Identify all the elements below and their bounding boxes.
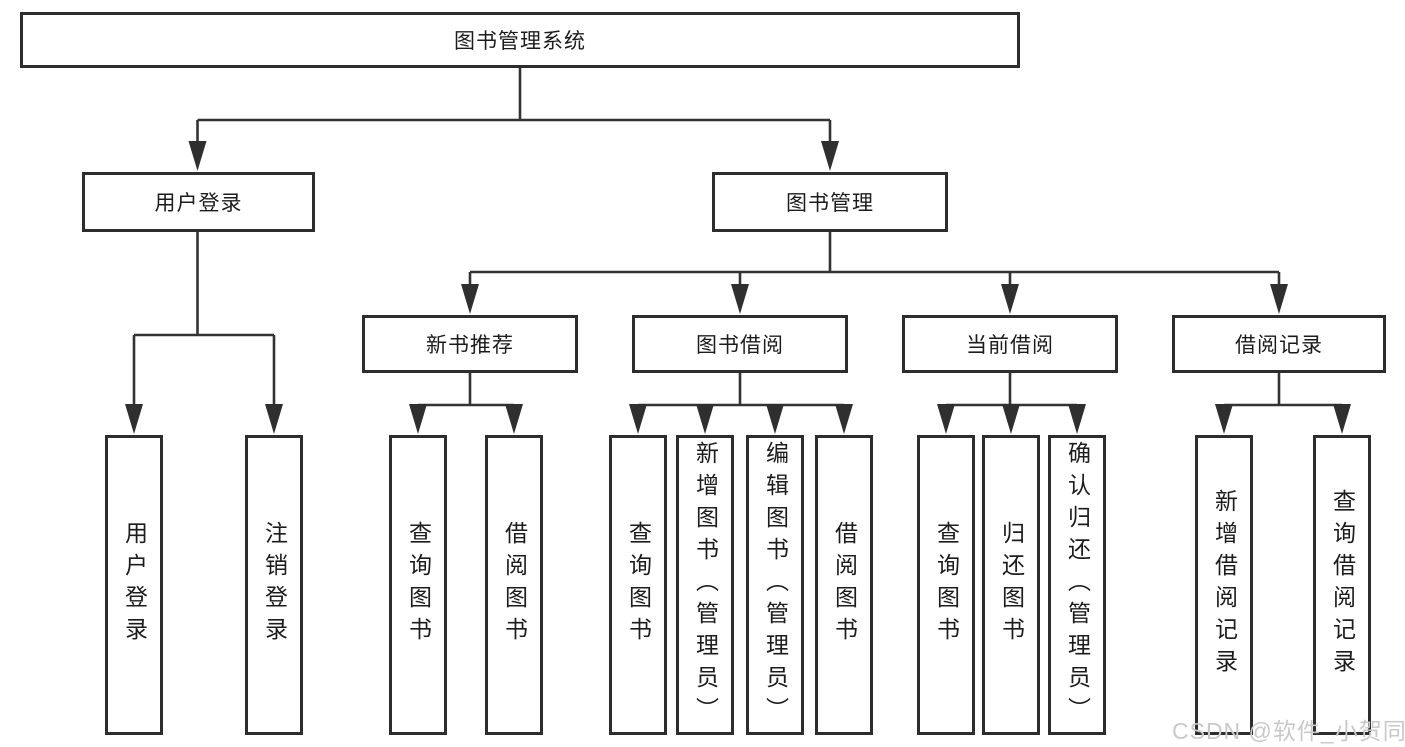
leaf-borrow-edit-book-admin-label: 编辑图书（管理员） (762, 441, 789, 729)
leaf-borrow-edit-book-admin: 编辑图书（管理员） (746, 435, 804, 735)
node-user-login-label: 用户登录 (154, 192, 243, 215)
leaf-current-query-book: 查询图书 (917, 435, 975, 735)
leaf-logout-login-label: 注销登录 (261, 521, 288, 649)
leaf-current-return-book: 归还图书 (982, 435, 1040, 735)
leaf-current-confirm-return-admin-label: 确认归还（管理员） (1064, 441, 1091, 729)
node-book-management-label: 图书管理 (786, 192, 874, 215)
leaf-newbook-borrow-book-label: 借阅图书 (501, 521, 528, 649)
leaf-user-login-label: 用户登录 (121, 521, 148, 649)
node-borrow-records-label: 借阅记录 (1235, 334, 1323, 357)
node-library-system: 图书管理系统 (20, 12, 1020, 68)
leaf-records-add-record-label: 新增借阅记录 (1211, 489, 1238, 681)
leaf-current-return-book-label: 归还图书 (998, 521, 1025, 649)
leaf-records-query-record: 查询借阅记录 (1313, 435, 1371, 735)
leaf-current-query-book-label: 查询图书 (933, 521, 960, 649)
leaf-logout-login: 注销登录 (245, 435, 303, 735)
leaf-user-login: 用户登录 (105, 435, 163, 735)
leaf-borrow-query-book: 查询图书 (609, 435, 667, 735)
node-user-login: 用户登录 (82, 172, 315, 232)
node-book-borrow-label: 图书借阅 (696, 334, 784, 357)
watermark: CSDN @软件_小贺同学 (1172, 718, 1405, 744)
leaf-newbook-query-book-label: 查询图书 (405, 521, 432, 649)
leaf-records-query-record-label: 查询借阅记录 (1329, 489, 1356, 681)
leaf-newbook-borrow-book: 借阅图书 (485, 435, 543, 735)
leaf-newbook-query-book: 查询图书 (389, 435, 447, 735)
leaf-borrow-add-book-admin-label: 新增图书（管理员） (692, 441, 719, 729)
node-book-management: 图书管理 (712, 172, 948, 232)
node-borrow-records: 借阅记录 (1172, 315, 1386, 373)
node-library-system-label: 图书管理系统 (454, 30, 586, 53)
leaf-borrow-query-book-label: 查询图书 (625, 521, 652, 649)
node-current-borrow-label: 当前借阅 (966, 334, 1054, 357)
node-new-book-recommend-label: 新书推荐 (426, 334, 514, 357)
leaf-records-add-record: 新增借阅记录 (1195, 435, 1253, 735)
leaf-borrow-borrow-book-label: 借阅图书 (831, 521, 858, 649)
leaf-current-confirm-return-admin: 确认归还（管理员） (1048, 435, 1106, 735)
leaf-borrow-add-book-admin: 新增图书（管理员） (676, 435, 734, 735)
node-book-borrow: 图书借阅 (632, 315, 848, 373)
node-current-borrow: 当前借阅 (902, 315, 1118, 373)
leaf-borrow-borrow-book: 借阅图书 (815, 435, 873, 735)
node-new-book-recommend: 新书推荐 (362, 315, 578, 373)
